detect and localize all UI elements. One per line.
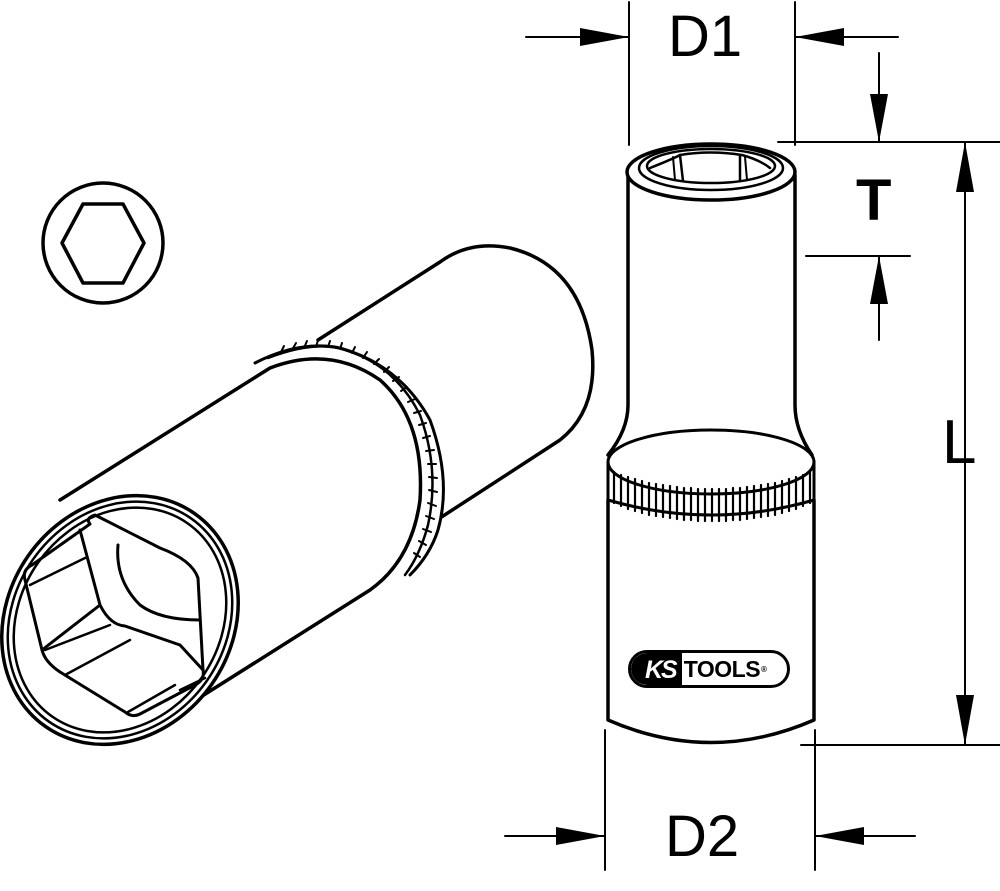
registered-mark: ® — [761, 664, 767, 674]
side-view-socket — [606, 142, 816, 745]
isometric-socket — [0, 244, 595, 747]
dimension-label-l: L — [942, 408, 977, 477]
dimension-label-d1: D1 — [668, 4, 743, 69]
dimension-lines — [504, 1, 1000, 871]
ks-tools-logo: KS TOOLS® — [628, 650, 790, 688]
logo-tools-word: TOOLS — [683, 655, 761, 682]
logo-tools-text: TOOLS® — [682, 653, 767, 685]
dimension-label-t: T — [856, 168, 892, 233]
hexagon-in-circle-icon — [41, 181, 165, 305]
logo-ks-text: KS — [631, 653, 682, 685]
dimension-label-d2: D2 — [665, 804, 740, 869]
